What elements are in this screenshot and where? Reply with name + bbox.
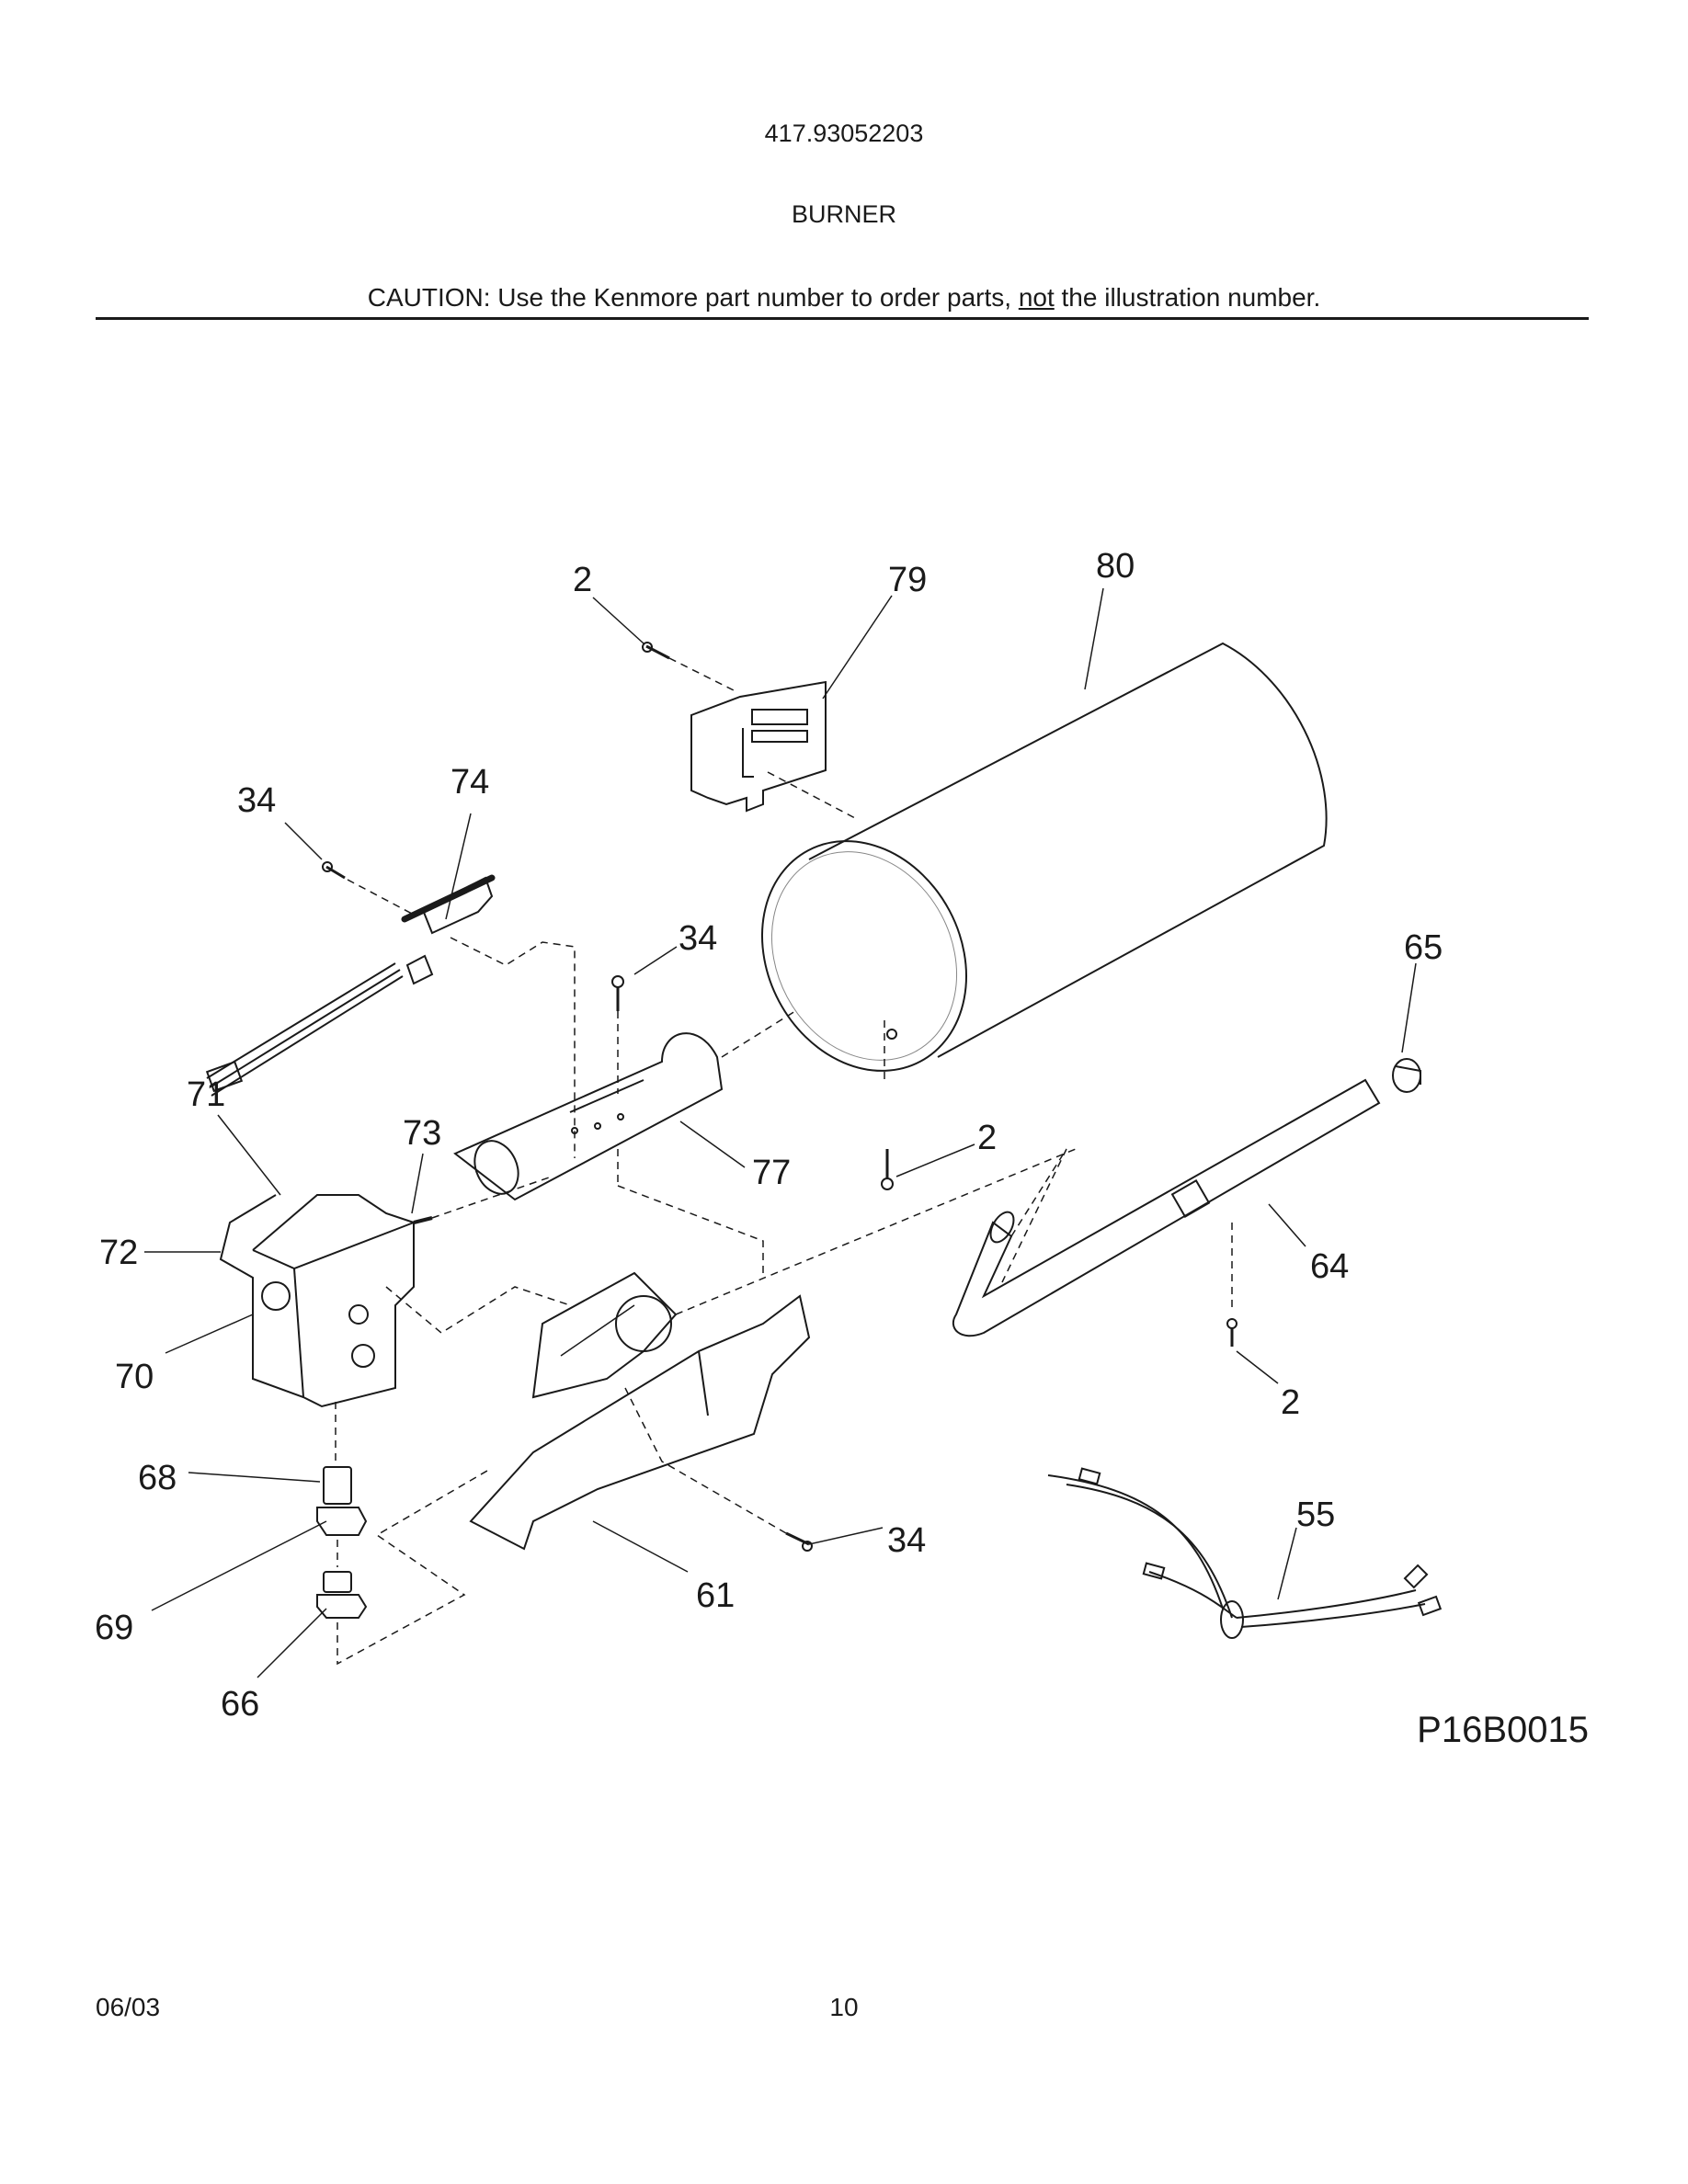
footer-date: 06/03	[96, 1993, 161, 2021]
callout-68: 68	[138, 1459, 177, 1497]
callout-72: 72	[99, 1234, 138, 1272]
footer-page-number: 10	[829, 1993, 859, 2021]
end-cap-part	[1392, 1058, 1421, 1093]
leader-lines	[144, 587, 1417, 1678]
callout-55: 55	[1296, 1496, 1335, 1534]
screw-part-bottom	[624, 1387, 813, 1552]
callout-79: 79	[888, 561, 927, 599]
gas-valve-part	[219, 1176, 571, 1462]
callout-65: 65	[1404, 928, 1443, 967]
callout-2-right: 2	[1281, 1383, 1300, 1422]
callout-2-top: 2	[573, 561, 592, 599]
callout-34-left: 34	[237, 781, 276, 820]
callout-80: 80	[1096, 547, 1135, 586]
burner-bracket-part	[469, 1271, 811, 1551]
igniter-part	[205, 874, 496, 1097]
wire-harness-part	[1047, 1467, 1443, 1639]
orifice-fitting-part	[316, 1466, 368, 1567]
caution-prefix: CAUTION: Use the Kenmore part number to …	[367, 283, 1019, 312]
callout-64: 64	[1310, 1247, 1349, 1286]
callout-2-mid: 2	[977, 1119, 997, 1157]
screw-part-right	[1226, 1318, 1237, 1347]
illustration-code: P16B0015	[1417, 1710, 1589, 1750]
callout-61: 61	[696, 1576, 735, 1615]
callout-labels: 2 79 80 34 74 34 65 71 73 77 2 72 64 70 …	[95, 547, 1443, 1723]
bracket-part	[690, 680, 827, 813]
caution-underlined-word: not	[1018, 283, 1055, 312]
callout-77: 77	[752, 1154, 791, 1192]
callout-70: 70	[115, 1358, 154, 1396]
header-rule	[96, 317, 1589, 320]
callout-71: 71	[187, 1075, 225, 1114]
combustion-chamber-part	[761, 642, 1328, 1085]
callout-66: 66	[221, 1685, 259, 1723]
caution-note: CAUTION: Use the Kenmore part number to …	[0, 283, 1688, 313]
section-title: BURNER	[791, 200, 896, 228]
callout-34-mid: 34	[679, 919, 717, 958]
manifold-pipe-part	[952, 1078, 1381, 1337]
screw-part-top	[642, 642, 736, 692]
callout-73: 73	[403, 1114, 441, 1153]
callout-69: 69	[95, 1609, 133, 1647]
burner-tube-part	[453, 1032, 764, 1273]
screw-part-left	[322, 861, 415, 916]
model-number: 417.93052203	[764, 119, 924, 147]
callout-34-bottom: 34	[887, 1521, 926, 1560]
caution-suffix: the illustration number.	[1054, 283, 1321, 312]
callout-74: 74	[451, 763, 489, 802]
screw-part-mid	[611, 975, 624, 1094]
cap-fitting-part	[316, 1470, 488, 1666]
screw-part-right-mid	[881, 1149, 894, 1190]
